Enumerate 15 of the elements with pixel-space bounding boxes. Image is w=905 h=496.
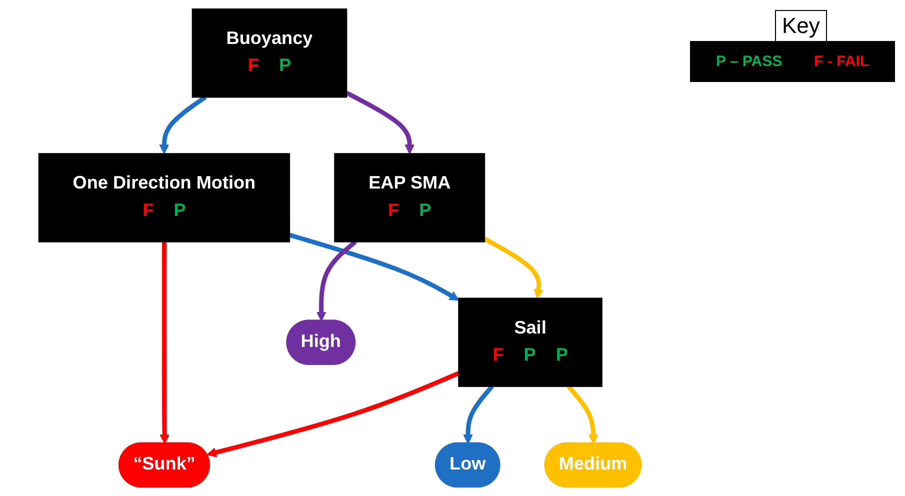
- arrow: [206, 371, 460, 458]
- arrow: [316, 240, 357, 322]
- key-entry: P – PASS: [716, 53, 782, 70]
- key-entry: F - FAIL: [814, 53, 870, 70]
- arrow: [483, 236, 544, 299]
- flowchart: Buoyancy F P One Direction Motion F P EAP SMA F P Sail F P P “Sunk” Low Medium High: [0, 0, 680, 496]
- arrow: [288, 232, 460, 301]
- arrow: [160, 242, 170, 444]
- node-box: [38, 153, 290, 242]
- node-box: [458, 298, 602, 387]
- node-box: [192, 8, 348, 98]
- arrow: [566, 384, 598, 444]
- arrow: [346, 90, 415, 154]
- arrow: [463, 384, 494, 444]
- node-box: [334, 153, 486, 242]
